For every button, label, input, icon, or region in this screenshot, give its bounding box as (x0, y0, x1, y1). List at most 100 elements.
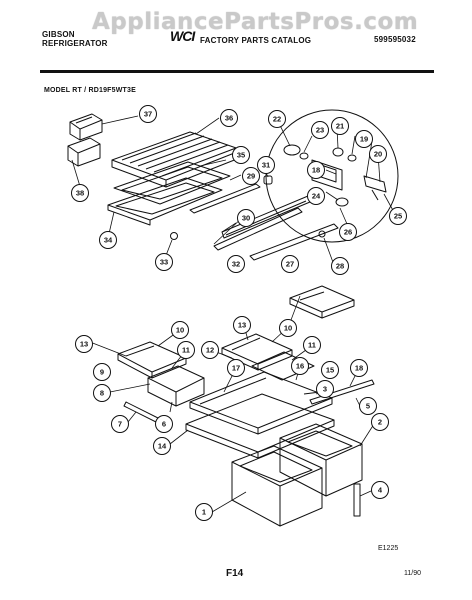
svg-text:21: 21 (336, 122, 344, 131)
callout-30: 30 (237, 209, 255, 227)
svg-text:31: 31 (262, 161, 270, 170)
callout-27: 27 (281, 255, 299, 273)
svg-text:38: 38 (76, 189, 84, 198)
callout-11-center: 11 (303, 336, 321, 354)
callout-24: 24 (307, 187, 325, 205)
figure-code: E1225 (378, 545, 399, 552)
part-4-drawing (353, 483, 361, 517)
svg-text:5: 5 (366, 402, 370, 411)
callout-18-lower: 18 (350, 359, 368, 377)
svg-text:25: 25 (394, 212, 402, 221)
callout-4: 4 (371, 481, 389, 499)
svg-text:15: 15 (326, 366, 334, 375)
callout-5: 5 (359, 397, 377, 415)
callout-3: 3 (316, 380, 334, 398)
svg-text:22: 22 (273, 115, 281, 124)
part-drawings (67, 109, 399, 527)
svg-text:11: 11 (308, 341, 316, 350)
callout-7: 7 (111, 415, 129, 433)
svg-text:8: 8 (100, 389, 104, 398)
part-27-drawing (249, 223, 339, 261)
callout-11-left: 11 (177, 341, 195, 359)
callouts: 37 36 22 23 21 19 38 35 31 18 20 29 24 2… (71, 105, 407, 521)
catalog-number: 599595032 (374, 35, 416, 44)
svg-text:37: 37 (144, 110, 152, 119)
callout-14: 14 (153, 437, 171, 455)
callout-15: 15 (321, 361, 339, 379)
svg-text:33: 33 (160, 258, 168, 267)
part-11-left-drawing (147, 365, 205, 407)
svg-text:26: 26 (344, 228, 352, 237)
callout-25: 25 (389, 207, 407, 225)
svg-text:2: 2 (378, 418, 382, 427)
svg-text:35: 35 (237, 151, 245, 160)
callout-10-left: 10 (171, 321, 189, 339)
part-37-drawing (69, 113, 103, 141)
svg-text:13: 13 (238, 321, 246, 330)
leader-lines-upper (71, 115, 396, 266)
svg-text:18: 18 (355, 364, 363, 373)
svg-text:4: 4 (378, 486, 383, 495)
part-2-drawing (279, 423, 363, 497)
svg-text:34: 34 (104, 236, 113, 245)
callout-37: 37 (139, 105, 157, 123)
svg-text:6: 6 (162, 420, 166, 429)
svg-text:23: 23 (316, 126, 324, 135)
part-17-drawing (189, 371, 333, 435)
svg-text:9: 9 (100, 368, 104, 377)
part-10-upper-right-drawing (289, 285, 355, 319)
svg-text:16: 16 (296, 362, 304, 371)
callout-20: 20 (369, 145, 387, 163)
part-30-drawing (213, 207, 303, 251)
part-14-drawing (185, 393, 335, 459)
part-1-drawing (231, 445, 323, 527)
wci-logo: WCI (170, 28, 195, 44)
svg-text:28: 28 (336, 262, 344, 271)
callout-12: 12 (201, 341, 219, 359)
callout-16: 16 (291, 357, 309, 375)
watermark: AppliancePartsPros.com (92, 9, 419, 35)
svg-text:12: 12 (206, 346, 214, 355)
callout-19: 19 (355, 130, 373, 148)
callout-13-left: 13 (75, 335, 93, 353)
part-18-drawing (309, 379, 375, 405)
catalog-title: FACTORY PARTS CATALOG (200, 36, 312, 45)
svg-text:1: 1 (202, 508, 206, 517)
callout-2: 2 (371, 413, 389, 431)
part-31-drawing (263, 175, 273, 185)
part-35-drawing (107, 161, 231, 226)
callout-34: 34 (99, 231, 117, 249)
callout-29: 29 (242, 167, 260, 185)
revision-date: 11/90 (404, 570, 421, 577)
callout-17: 17 (227, 359, 245, 377)
svg-text:36: 36 (225, 114, 233, 123)
svg-text:24: 24 (312, 192, 321, 201)
svg-text:13: 13 (80, 340, 88, 349)
callout-26: 26 (339, 223, 357, 241)
svg-text:18: 18 (312, 166, 320, 175)
callout-31: 31 (257, 156, 275, 174)
callout-36: 36 (220, 109, 238, 127)
svg-text:27: 27 (286, 260, 294, 269)
callout-1: 1 (195, 503, 213, 521)
svg-text:29: 29 (247, 172, 255, 181)
callout-22: 22 (268, 110, 286, 128)
callout-32: 32 (227, 255, 245, 273)
callout-35: 35 (232, 146, 250, 164)
svg-text:32: 32 (232, 260, 240, 269)
svg-text:20: 20 (374, 150, 382, 159)
part-13-left-drawing (117, 341, 187, 379)
svg-text:14: 14 (158, 442, 167, 451)
callout-10-right: 10 (279, 319, 297, 337)
svg-text:10: 10 (176, 326, 184, 335)
page-number: F14 (226, 568, 244, 579)
svg-text:17: 17 (232, 364, 240, 373)
callout-13-center: 13 (233, 316, 251, 334)
part-28-drawing (318, 230, 326, 238)
svg-text:7: 7 (118, 420, 122, 429)
part-29-drawing (189, 183, 261, 214)
brand-name: GIBSON (42, 30, 75, 39)
callout-23: 23 (311, 121, 329, 139)
